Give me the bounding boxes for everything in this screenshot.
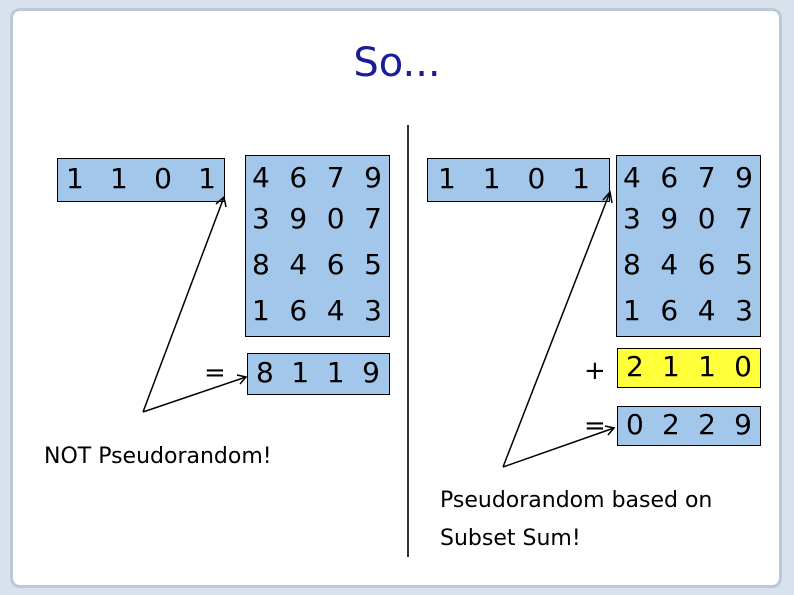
right-bits: 1 1 0 1 [438, 162, 590, 195]
matrix-cell: 1 [623, 294, 641, 327]
matrix-cell: 9 [660, 202, 679, 235]
matrix-cell: 7 [697, 161, 716, 194]
bit: 0 [527, 162, 546, 195]
left-arrow-to-bits [142, 196, 225, 413]
result-digit: 2 [698, 408, 716, 441]
matrix-cell: 4 [252, 161, 270, 194]
matrix-cell: 6 [289, 161, 308, 194]
matrix-cell: 0 [697, 202, 716, 235]
right-arrow-to-bits [502, 191, 611, 468]
matrix-cell: 7 [326, 161, 345, 194]
bit: 1 [572, 162, 590, 195]
left-matrix-row: 3 9 0 7 [252, 202, 382, 235]
result-digit: 1 [326, 356, 345, 389]
matrix-cell: 8 [623, 248, 641, 281]
matrix-cell: 9 [364, 161, 382, 194]
result-digit: 9 [734, 408, 752, 441]
bit: 0 [154, 162, 172, 195]
right-matrix-row: 4 6 7 9 [623, 161, 753, 194]
left-matrix-row: 1 6 4 3 [252, 294, 382, 327]
right-result-box [617, 406, 761, 446]
matrix-cell: 6 [697, 248, 716, 281]
right-matrix-row: 3 9 0 7 [623, 202, 753, 235]
bit: 1 [110, 162, 128, 195]
matrix-cell: 8 [252, 248, 270, 281]
addend-digit: 1 [662, 350, 680, 383]
right-bits-box [427, 158, 610, 202]
result-digit: 2 [662, 408, 680, 441]
left-matrix-row: 4 6 7 9 [252, 161, 382, 194]
right-matrix-box [616, 155, 761, 337]
matrix-cell: 9 [735, 161, 753, 194]
matrix-cell: 4 [326, 294, 345, 327]
matrix-cell: 4 [289, 248, 308, 281]
matrix-cell: 4 [623, 161, 641, 194]
right-result: 0 2 2 9 [626, 408, 752, 441]
left-matrix-box [245, 155, 390, 337]
bit: 1 [198, 162, 216, 195]
slide-title: So... [353, 40, 441, 86]
left-result: 8 1 1 9 [256, 356, 380, 389]
matrix-cell: 3 [735, 294, 753, 327]
right-plus-sign: + [584, 356, 606, 386]
left-arrow-to-result [142, 376, 247, 413]
matrix-cell: 3 [623, 202, 641, 235]
matrix-cell: 7 [364, 202, 382, 235]
matrix-cell: 6 [660, 294, 679, 327]
addend-digit: 0 [734, 350, 752, 383]
matrix-cell: 1 [252, 294, 270, 327]
right-note-line1: Pseudorandom based on [440, 488, 713, 513]
right-matrix-row: 1 6 4 3 [623, 294, 753, 327]
left-bits-box [57, 158, 225, 202]
matrix-cell: 5 [735, 248, 753, 281]
matrix-cell: 3 [252, 202, 270, 235]
matrix-cell: 3 [364, 294, 382, 327]
matrix-cell: 0 [326, 202, 345, 235]
matrix-cell: 9 [289, 202, 308, 235]
matrix-cell: 5 [364, 248, 382, 281]
right-addend-box [617, 348, 761, 388]
matrix-cell: 7 [735, 202, 753, 235]
left-matrix-row: 8 4 6 5 [252, 248, 382, 281]
bit: 1 [482, 162, 501, 195]
right-matrix-row: 8 4 6 5 [623, 248, 753, 281]
matrix-cell: 6 [326, 248, 345, 281]
matrix-cell: 6 [289, 294, 308, 327]
left-result-box [247, 353, 390, 395]
left-note: NOT Pseudorandom! [44, 444, 272, 469]
bit: 1 [66, 162, 84, 195]
matrix-cell: 4 [697, 294, 716, 327]
addend-digit: 1 [698, 350, 716, 383]
center-divider [407, 125, 409, 557]
left-equals-sign: = [204, 358, 226, 388]
left-bits: 1 1 0 1 [66, 162, 216, 195]
right-arrow-to-result [502, 427, 615, 468]
addend-digit: 2 [626, 350, 644, 383]
right-addend: 2 1 1 0 [626, 350, 752, 383]
result-digit: 0 [626, 408, 644, 441]
matrix-cell: 4 [660, 248, 679, 281]
result-digit: 1 [291, 356, 310, 389]
right-note-line2: Subset Sum! [440, 526, 581, 551]
bit: 1 [438, 162, 456, 195]
matrix-cell: 6 [660, 161, 679, 194]
result-digit: 9 [362, 356, 380, 389]
result-digit: 8 [256, 356, 274, 389]
